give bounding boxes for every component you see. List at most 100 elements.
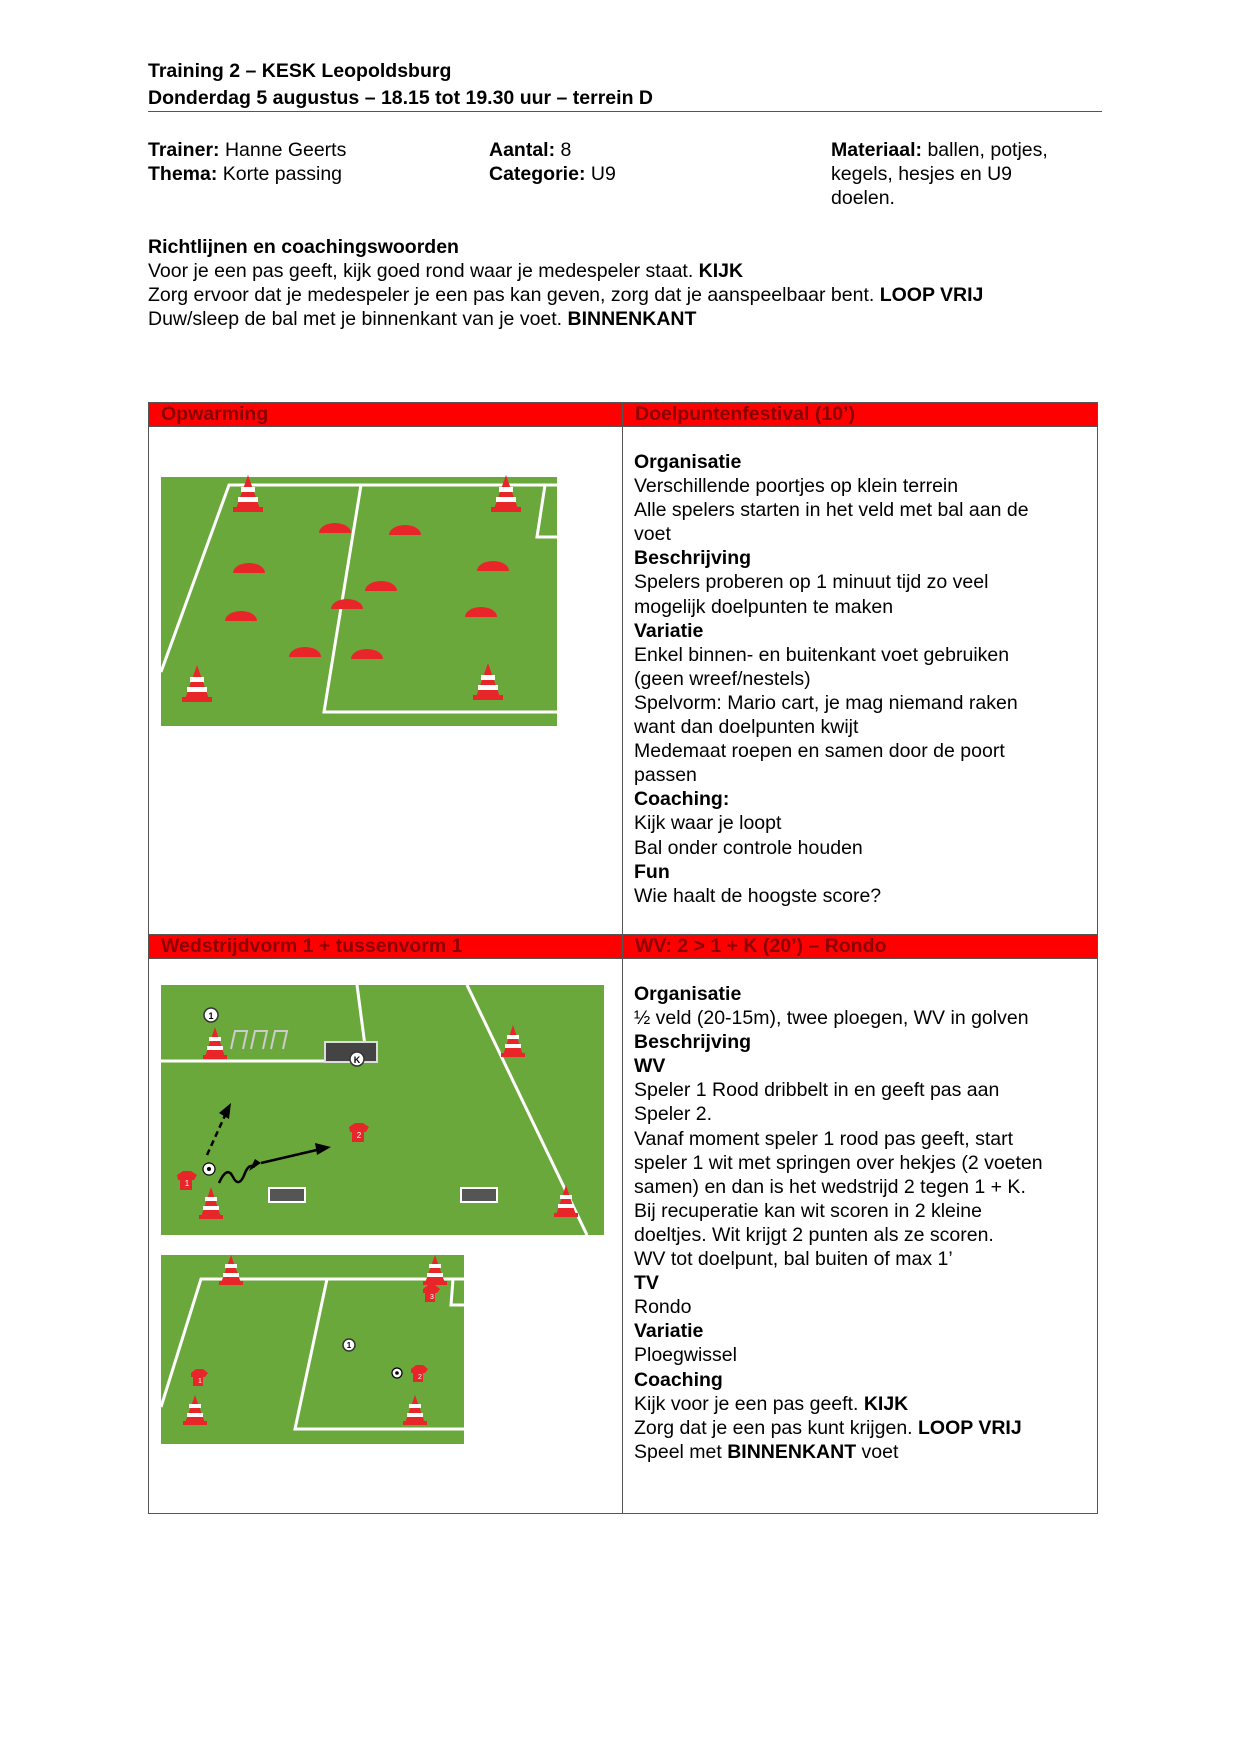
- run-arrow-icon: [205, 1110, 229, 1156]
- cone-icon: [403, 1395, 427, 1425]
- text-line: samen) en dan is het wedstrijd 2 tegen 1…: [634, 1175, 1026, 1198]
- text-line: Spelers proberen op 1 minuut tijd zo vee…: [634, 571, 989, 594]
- small-goal-icon: [268, 1187, 306, 1203]
- cone-icon: [182, 665, 212, 702]
- matchform-description-cell: Organisatie ½ veld (20-15m), twee ploege…: [622, 958, 1098, 1514]
- thema-value: Korte passing: [217, 163, 343, 185]
- cone-icon: [501, 1025, 525, 1057]
- guideline-line: Duw/sleep de bal met je binnenkant van j…: [148, 308, 697, 330]
- block-heading: Coaching: [634, 1368, 723, 1391]
- ball-icon: [391, 1367, 403, 1379]
- pitch-line: [159, 483, 557, 673]
- matchform-description: Organisatie ½ veld (20-15m), twee ploege…: [623, 959, 1097, 1464]
- text-line: Speler 1 Rood dribbelt in en geeft pas a…: [634, 1079, 1000, 1102]
- block-heading: Organisatie: [634, 983, 742, 1005]
- cone-icon: [554, 1185, 578, 1217]
- red-player-icon: 3: [423, 1285, 440, 1302]
- coaching-keyword: KIJK: [863, 1392, 909, 1415]
- warmup-pitch-diagram: [159, 475, 557, 726]
- document-title: Training 2 – KESK Leopoldsburg: [148, 60, 452, 82]
- block-heading: Beschrijving: [634, 1031, 752, 1054]
- red-player-icon: 2: [411, 1365, 428, 1382]
- player-label: 3: [430, 1294, 434, 1301]
- red-player-icon: 1: [177, 1171, 197, 1190]
- cone-icon: [473, 663, 503, 700]
- materiaal-line1: ballen, potjes,: [922, 139, 1048, 161]
- cone-icon: [233, 475, 263, 512]
- header-divider: [148, 111, 1102, 112]
- player-label: 1: [208, 1011, 213, 1021]
- aantal-value: 8: [555, 139, 572, 161]
- text-line: Verschillende poortjes op klein terrein: [634, 475, 959, 498]
- cone-icon: [203, 1027, 227, 1059]
- text-line: WV tot doelpunt, bal buiten of max 1’: [634, 1248, 953, 1271]
- pitch-line: [449, 1278, 464, 1307]
- ball-icon: [202, 1162, 216, 1176]
- text-line: (geen wreef/nestels): [634, 667, 811, 690]
- player-label: 1: [347, 1341, 352, 1350]
- pitch-background: [161, 985, 604, 1235]
- pitch-line: [293, 1278, 464, 1431]
- guideline-line: Voor je een pas geeft, kijk goed rond wa…: [148, 260, 744, 282]
- arrowhead-icon: [315, 1143, 331, 1155]
- red-player-icon: 1: [191, 1369, 208, 1386]
- text-line: Medemaat roepen en samen door de poort: [634, 740, 1005, 763]
- guideline-line: Zorg ervoor dat je medespeler je een pas…: [148, 284, 984, 306]
- player-label: 1: [185, 1179, 190, 1188]
- block-heading: Variatie: [634, 619, 704, 642]
- thema-label: Thema:: [148, 163, 218, 185]
- dribble-arrow-icon: [217, 1164, 256, 1184]
- text-line: speler 1 wit met springen over hekjes (2…: [634, 1151, 1043, 1174]
- categorie-label: Categorie:: [489, 163, 586, 185]
- text-line: mogelijk doelpunten te maken: [634, 595, 894, 618]
- block-heading: Fun: [634, 860, 670, 883]
- section2-left-header: Wedstrijdvorm 1 + tussenvorm 1: [148, 934, 623, 959]
- small-goal-icon: [460, 1187, 498, 1203]
- block-heading: Organisatie: [634, 451, 742, 473]
- categorie-value: U9: [585, 163, 616, 185]
- text-line: Bij recuperatie kan wit scoren in 2 klei…: [634, 1199, 982, 1222]
- trainer-value: Hanne Geerts: [219, 139, 347, 161]
- text-line: want dan doelpunten kwijt: [634, 716, 859, 739]
- text-line: Ploegwissel: [634, 1344, 737, 1367]
- keeper-icon: K: [349, 1051, 365, 1067]
- cone-icon: [199, 1187, 223, 1219]
- hurdle-icon-group: [230, 1030, 289, 1050]
- cone-icon: [423, 1255, 447, 1285]
- white-player-icon: 1: [342, 1338, 356, 1352]
- coaching-guidelines: Richtlijnen en coachingswoorden Voor je …: [148, 235, 1108, 331]
- pitch-line: [535, 484, 557, 539]
- warmup-diagram-cell: [148, 426, 623, 935]
- text-line: Kijk waar je loopt: [634, 812, 782, 835]
- trainer-info: Trainer: Hanne Geerts Thema: Korte passi…: [148, 138, 346, 186]
- pitch-line: [322, 484, 557, 714]
- text-line: Speler 2.: [634, 1103, 713, 1126]
- keeper-label: K: [354, 1055, 361, 1065]
- block-heading: Beschrijving: [634, 547, 752, 570]
- marker-icon-group: [225, 523, 509, 659]
- section1-left-header: Opwarming: [148, 402, 623, 427]
- document-subtitle: Donderdag 5 augustus – 18.15 tot 19.30 u…: [148, 87, 653, 109]
- text-line: Spelvorm: Mario cart, je mag niemand rak…: [634, 691, 1018, 714]
- section1-right-header: Doelpuntenfestival (10’): [622, 402, 1098, 427]
- trainer-label: Trainer:: [148, 139, 220, 161]
- warmup-description-cell: Organisatie Verschillende poortjes op kl…: [622, 426, 1098, 935]
- coaching-keyword: LOOP VRIJ: [918, 1416, 1022, 1439]
- guideline-keyword: BINNENKANT: [567, 308, 697, 330]
- cone-icon: [219, 1255, 243, 1285]
- guideline-keyword: KIJK: [698, 260, 744, 282]
- text-line: Alle spelers starten in het veld met bal…: [634, 499, 1029, 522]
- block-heading: Variatie: [634, 1320, 704, 1343]
- section2-right-header: WV: 2 > 1 + K (20’) – Rondo: [622, 934, 1098, 959]
- text-line: doeltjes. Wit krijgt 2 punten als ze sco…: [634, 1223, 994, 1246]
- player-label: 2: [418, 1374, 422, 1381]
- red-player-icon: 2: [349, 1123, 369, 1142]
- guidelines-heading: Richtlijnen en coachingswoorden: [148, 236, 459, 258]
- block-heading: WV: [634, 1055, 666, 1078]
- coaching-line: Speel met BINNENKANT voet: [634, 1440, 899, 1463]
- pitch-line: [159, 1277, 464, 1408]
- cone-icon: [183, 1395, 207, 1425]
- text-line: Bal onder controle houden: [634, 836, 863, 859]
- text-line: Enkel binnen- en buitenkant voet gebruik…: [634, 643, 1010, 666]
- arrowhead-icon: [249, 1159, 261, 1171]
